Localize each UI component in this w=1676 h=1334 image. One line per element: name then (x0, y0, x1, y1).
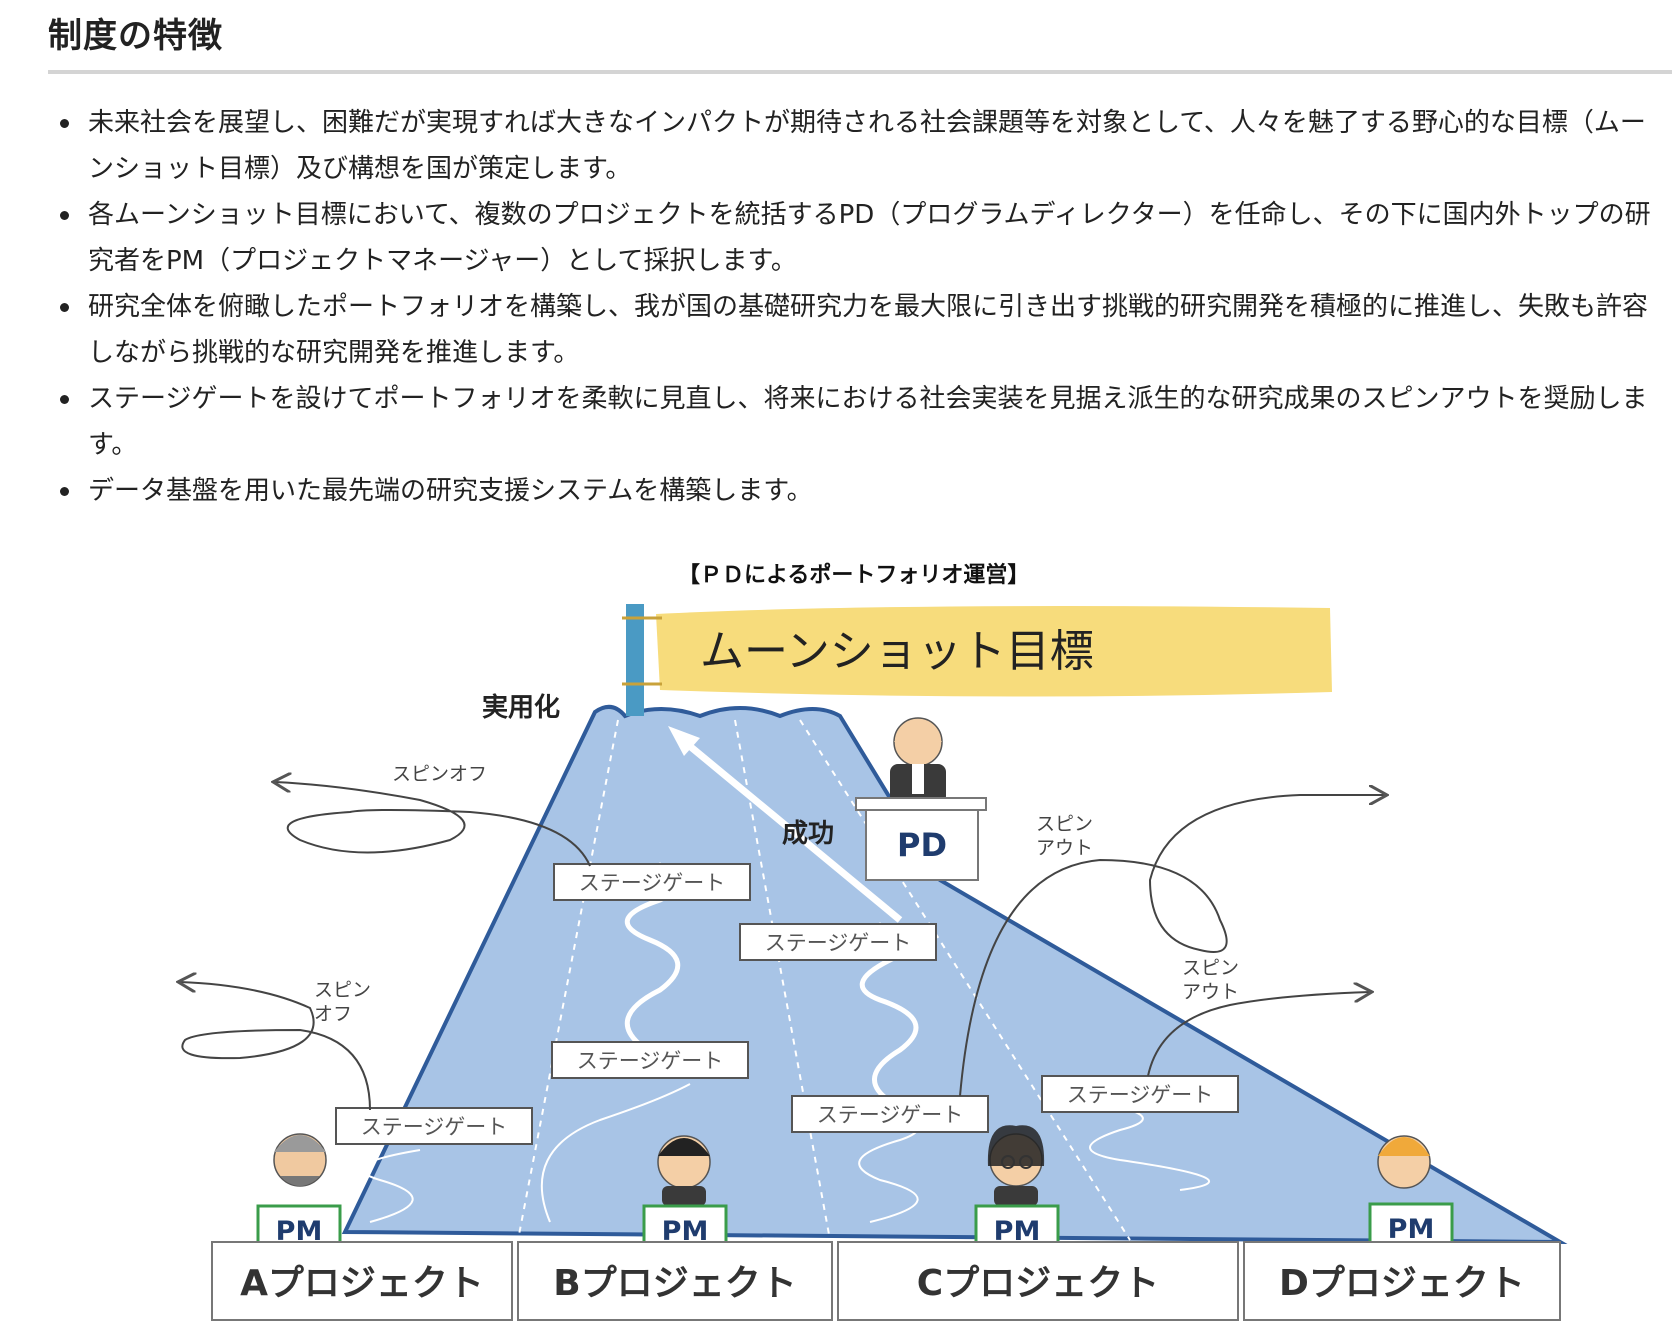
svg-text:Cプロジェクト: Cプロジェクト (917, 1263, 1159, 1304)
pm-person-icon (987, 1125, 1045, 1206)
svg-text:Dプロジェクト: Dプロジェクト (1279, 1263, 1525, 1304)
project-box-c: Cプロジェクト (837, 1241, 1239, 1321)
svg-text:Bプロジェクト: Bプロジェクト (553, 1263, 796, 1304)
pd-desk (855, 797, 987, 811)
section-heading: 制度の特徴 (48, 16, 223, 56)
svg-text:ステージゲート: ステージゲート (579, 871, 726, 895)
flag-pole (626, 604, 644, 716)
flag-banner (656, 606, 1332, 697)
summit-label: 実用化 (482, 692, 560, 723)
project-box-b: Bプロジェクト (517, 1241, 833, 1321)
success-label: 成功 (782, 819, 834, 849)
heading-divider (48, 70, 1672, 74)
svg-text:ステージゲート: ステージゲート (817, 1103, 964, 1127)
pd-label: PD (897, 826, 947, 864)
spin-off-label-line1: スピン (314, 979, 371, 1001)
stage-gate-box: ステージゲート (553, 863, 751, 901)
pm-person-icon (1377, 1135, 1431, 1189)
feature-list: 未来社会を展望し、困難だが実現すれば大きなインパクトが期待される社会課題等を対象… (52, 100, 1664, 514)
project-box-a: Aプロジェクト (211, 1241, 513, 1321)
svg-text:ステージゲート: ステージゲート (765, 931, 912, 955)
pm-person-icon (657, 1135, 711, 1206)
spin-out-label-line2: アウト (1182, 981, 1239, 1003)
banner-label: ムーンショット目標 (700, 626, 1094, 677)
stage-gate-box: ステージゲート (791, 1095, 989, 1133)
stage-gate-box: ステージゲート (739, 923, 937, 961)
list-item: 各ムーンショット目標において、複数のプロジェクトを統括するPD（プログラムディレ… (52, 192, 1664, 284)
svg-text:PM: PM (1388, 1214, 1435, 1245)
list-item: ステージゲートを設けてポートフォリオを柔軟に見直し、将来における社会実装を見据え… (52, 376, 1664, 468)
project-dividers (517, 719, 1131, 1241)
pm-badge: PM (1368, 1202, 1454, 1250)
figure-title: 【ＰＤによるポートフォリオ運営】 (678, 562, 1029, 588)
mountain-shape (341, 704, 1568, 1245)
list-item: データ基盤を用いた最先端の研究支援システムを構築します。 (52, 468, 1664, 514)
spin-out-label-line1: スピン (1182, 957, 1239, 979)
stage-gate-box: ステージゲート (551, 1041, 749, 1079)
spin-off-label: スピンオフ (392, 763, 487, 785)
svg-text:ステージゲート: ステージゲート (577, 1049, 724, 1073)
spin-out-label-line1: スピン (1036, 813, 1093, 835)
success-arrow (677, 735, 903, 923)
stage-gate-box: ステージゲート (335, 1107, 533, 1145)
project-box-d: Dプロジェクト (1243, 1241, 1561, 1321)
svg-text:ステージゲート: ステージゲート (1067, 1083, 1214, 1107)
stage-gate-box: ステージゲート (1041, 1075, 1239, 1113)
pd-box (865, 809, 979, 881)
list-item: 研究全体を俯瞰したポートフォリオを構築し、我が国の基礎研究力を最大限に引き出す挑… (52, 284, 1664, 376)
pm-person-icon (273, 1133, 327, 1187)
list-item: 未来社会を展望し、困難だが実現すれば大きなインパクトが期待される社会課題等を対象… (52, 100, 1664, 192)
pd-person-icon (890, 717, 946, 804)
svg-text:ステージゲート: ステージゲート (361, 1115, 508, 1139)
spin-out-label-line2: アウト (1036, 837, 1093, 859)
spin-off-label-line2: オフ (314, 1003, 352, 1025)
svg-text:Aプロジェクト: Aプロジェクト (240, 1263, 484, 1304)
spin-paths (180, 782, 1385, 1111)
